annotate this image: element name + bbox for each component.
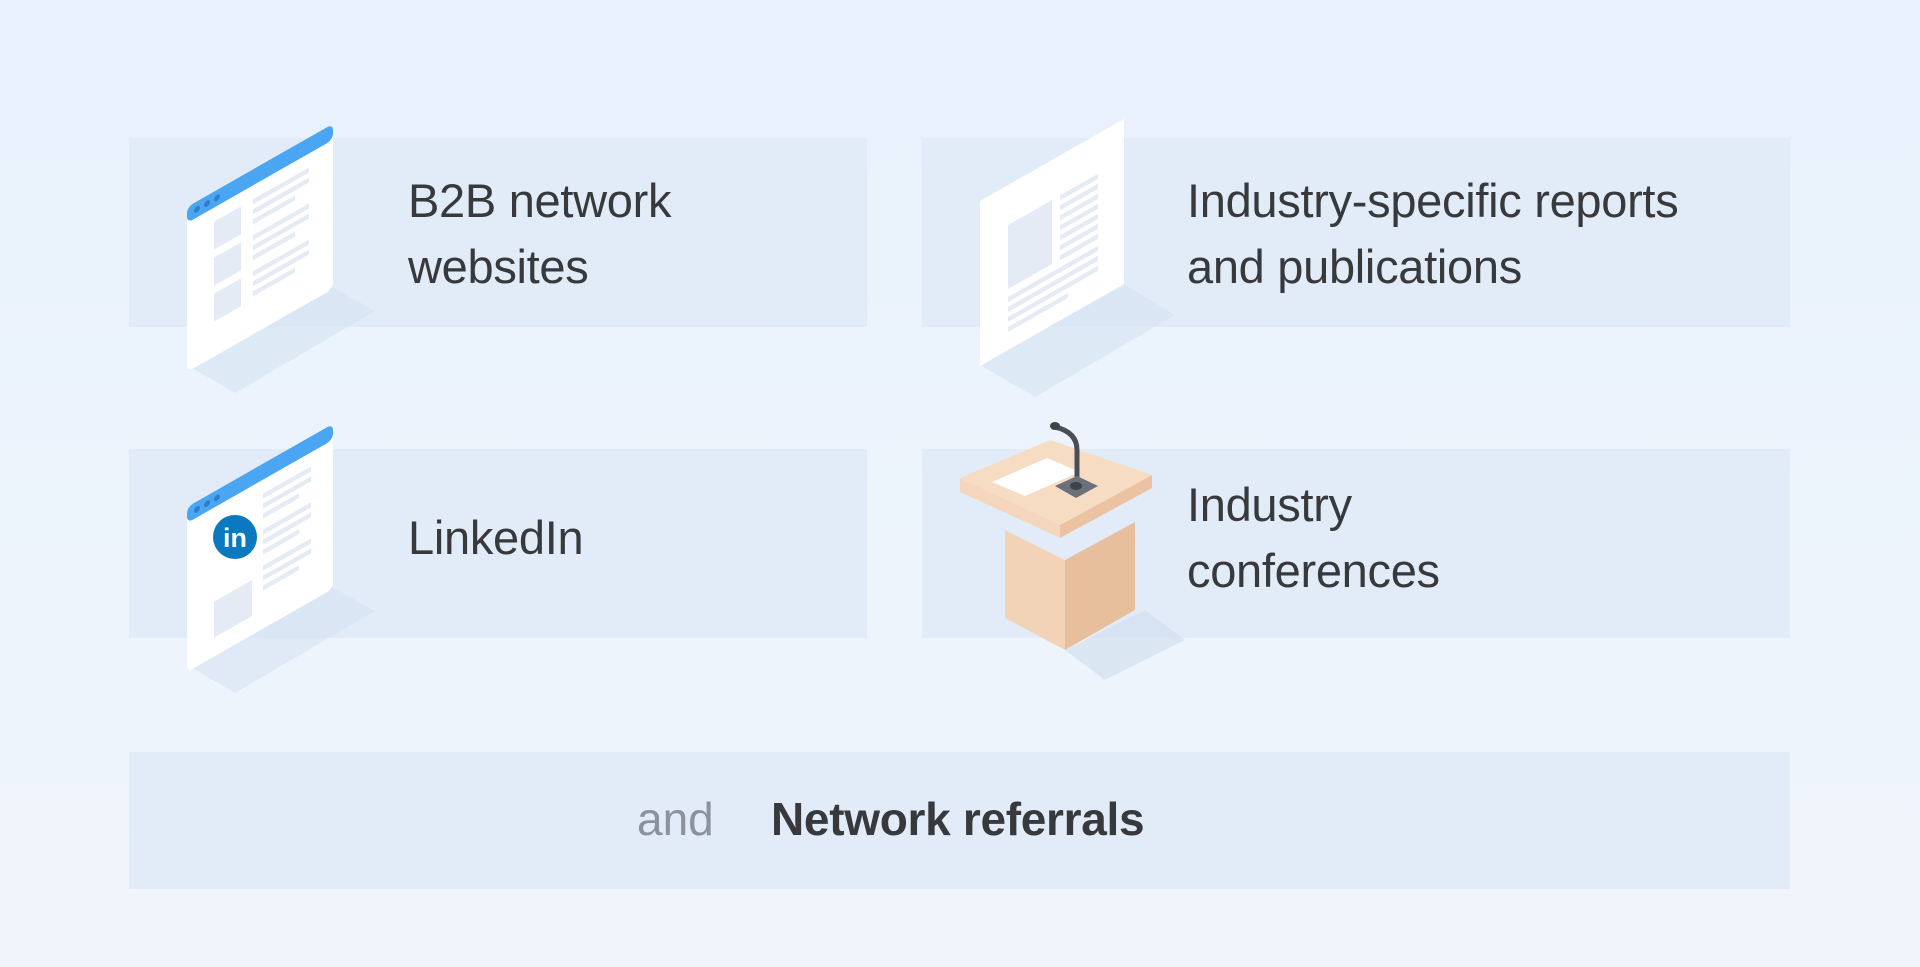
linkedin-logo-text: in [223,523,247,553]
footer-connector-and: and [637,793,714,845]
label-line: conferences [1187,544,1440,597]
label-line: websites [408,240,589,293]
label-line: LinkedIn [408,511,584,564]
report-document-icon [980,118,1175,397]
label-line: B2B network [408,174,672,227]
label-line: and publications [1187,240,1522,293]
source-label-conferences: Industry conferences [1187,472,1440,604]
source-label-b2b: B2B network websites [408,168,671,300]
source-label-reports: Industry-specific reports and publicatio… [1187,168,1679,300]
linkedin-browser-icon: in [187,426,375,693]
podium-microphone-icon [960,422,1185,680]
linkedin-logo-icon: in [213,515,257,559]
browser-window-icon [187,126,375,393]
label-line: Industry [1187,478,1352,531]
footer-label-referrals: Network referrals [771,793,1145,845]
label-line: Industry-specific reports [1187,174,1679,227]
source-label-linkedin: LinkedIn [408,505,584,571]
footer-card-referrals [129,752,1790,889]
